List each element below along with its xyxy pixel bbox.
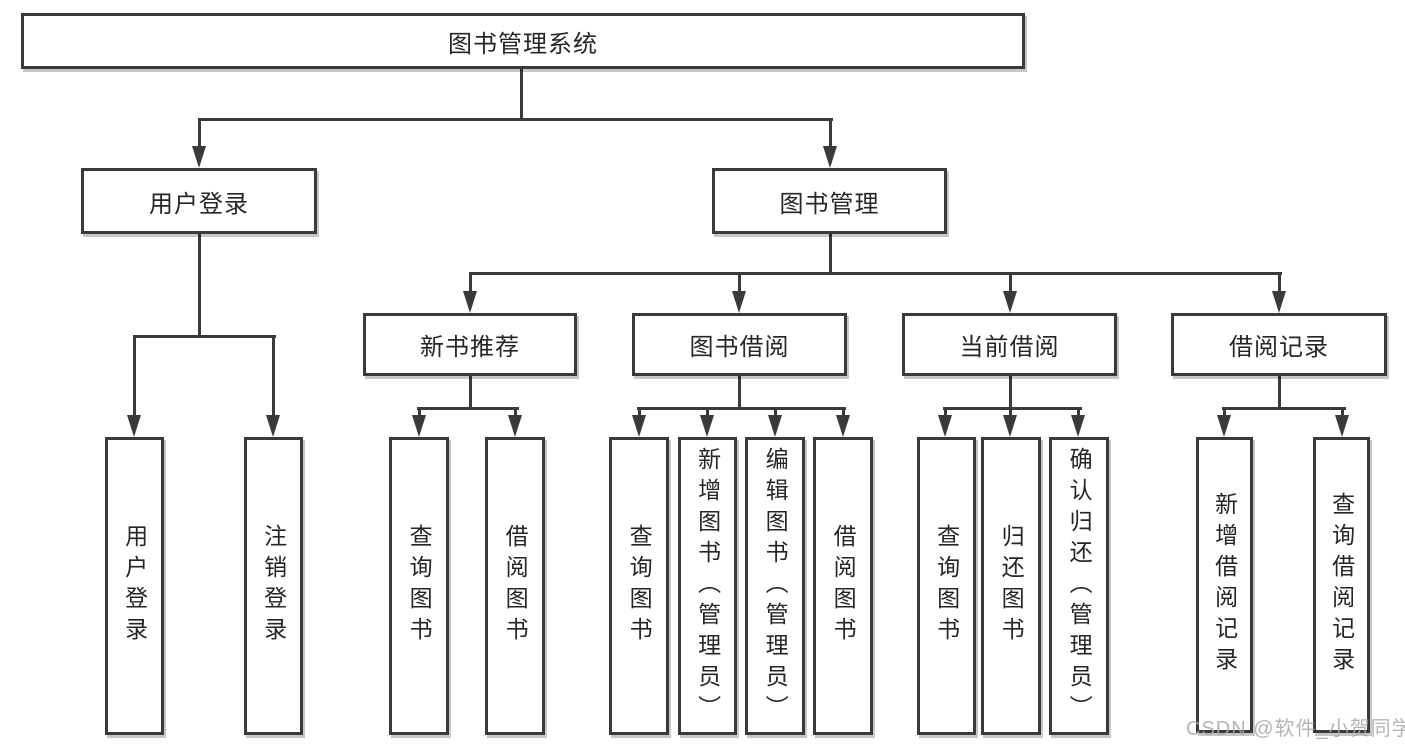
node-label: 新增借阅记录	[1211, 492, 1238, 678]
connector-line	[132, 335, 276, 338]
node-label: 借阅图书	[502, 524, 529, 648]
connector-line	[132, 335, 136, 417]
connector-line	[737, 272, 741, 293]
arrowhead-down-icon	[632, 415, 646, 437]
node-label: 新书推荐	[420, 334, 520, 361]
connector-line	[416, 407, 519, 410]
arrowhead-down-icon	[508, 415, 522, 437]
arrowhead-down-icon	[1003, 291, 1017, 313]
leaf-borrowing-borrow-books: 借阅图书	[813, 437, 873, 735]
arrowhead-down-icon	[412, 415, 426, 437]
leaf-borrowing-query-books: 查询图书	[609, 437, 669, 735]
node-library-system: 图书管理系统	[21, 13, 1025, 69]
leaf-logout: 注销登录	[244, 437, 303, 735]
connector-line	[1008, 376, 1012, 410]
connector-line	[1008, 407, 1012, 417]
connector-line	[1221, 407, 1346, 410]
connector-line	[636, 407, 846, 410]
connector-line	[1340, 407, 1344, 417]
connector-line	[1222, 407, 1226, 417]
leaf-records-query-record: 查询借阅记录	[1313, 437, 1370, 733]
connector-line	[468, 272, 472, 293]
connector-line	[519, 69, 523, 121]
arrowhead-down-icon	[127, 415, 141, 437]
node-label: 图书管理系统	[448, 30, 598, 58]
connector-line	[637, 407, 641, 417]
node-label: 借阅图书	[830, 524, 857, 648]
arrowhead-down-icon	[1003, 415, 1017, 437]
node-book-management: 图书管理	[712, 168, 947, 234]
arrowhead-down-icon	[768, 415, 782, 437]
leaf-current-confirm-return-admin: 确认归还（管理员）	[1049, 437, 1109, 735]
node-book-borrowing: 图书借阅	[632, 313, 847, 376]
connector-line	[1277, 272, 1281, 293]
leaf-borrowing-edit-books-admin: 编辑图书（管理员）	[745, 437, 805, 735]
arrowhead-down-icon	[1335, 415, 1349, 437]
connector-line	[705, 407, 709, 417]
connector-line	[828, 118, 832, 148]
node-current-borrowing: 当前借阅	[902, 313, 1117, 376]
node-label: 编辑图书（管理员）	[762, 446, 789, 726]
node-label: 注销登录	[260, 524, 287, 648]
connector-line	[841, 407, 845, 417]
connector-line	[197, 118, 201, 148]
csdn-watermark: CSDN @软件_小贺同学	[1186, 718, 1405, 740]
leaf-records-add-record: 新增借阅记录	[1196, 437, 1253, 733]
connector-line	[1076, 407, 1080, 417]
arrowhead-down-icon	[463, 291, 477, 313]
arrowhead-down-icon	[1272, 291, 1286, 313]
arrowhead-down-icon	[1217, 415, 1231, 437]
connector-line	[737, 376, 741, 410]
node-label: 当前借阅	[959, 334, 1060, 361]
arrowhead-down-icon	[823, 146, 837, 168]
arrowhead-down-icon	[732, 291, 746, 313]
arrowhead-down-icon	[266, 415, 280, 437]
connector-line	[197, 118, 833, 121]
connector-line	[417, 407, 421, 417]
node-label: 新增图书（管理员）	[694, 446, 721, 726]
leaf-borrowing-add-books-admin: 新增图书（管理员）	[678, 437, 737, 735]
node-label: 查询借阅记录	[1328, 492, 1355, 678]
connector-line	[513, 407, 517, 417]
connector-line	[1277, 376, 1281, 410]
leaf-user-login: 用户登录	[105, 437, 164, 735]
connector-line	[828, 234, 832, 275]
node-label: 用户登录	[149, 190, 249, 218]
connector-line	[943, 407, 947, 417]
leaf-current-return-books: 归还图书	[981, 437, 1041, 735]
connector-line	[271, 335, 275, 417]
node-user-login: 用户登录	[81, 168, 317, 234]
arrowhead-down-icon	[938, 415, 952, 437]
arrowhead-down-icon	[700, 415, 714, 437]
arrowhead-down-icon	[1071, 415, 1085, 437]
leaf-recommend-query-books: 查询图书	[389, 437, 449, 735]
node-label: 图书借阅	[689, 334, 790, 361]
leaf-current-query-books: 查询图书	[917, 437, 976, 735]
leaf-recommend-borrow-books: 借阅图书	[485, 437, 545, 735]
connector-line	[773, 407, 777, 417]
node-label: 借阅记录	[1229, 334, 1329, 361]
connector-line	[468, 376, 472, 410]
node-borrowing-records: 借阅记录	[1171, 313, 1387, 376]
node-label: 确认归还（管理员）	[1066, 446, 1093, 726]
node-label: 查询图书	[406, 524, 433, 648]
connector-line	[942, 407, 1082, 410]
connector-line	[197, 234, 201, 338]
node-label: 图书管理	[779, 190, 880, 218]
arrowhead-down-icon	[836, 415, 850, 437]
node-label: 查询图书	[626, 524, 653, 648]
arrowhead-down-icon	[192, 146, 206, 168]
connector-line	[468, 272, 1282, 275]
connector-line	[1008, 272, 1012, 293]
node-label: 用户登录	[121, 524, 148, 648]
node-label: 归还图书	[998, 524, 1025, 648]
node-label: 查询图书	[933, 524, 960, 648]
node-new-book-recommend: 新书推荐	[363, 313, 577, 376]
